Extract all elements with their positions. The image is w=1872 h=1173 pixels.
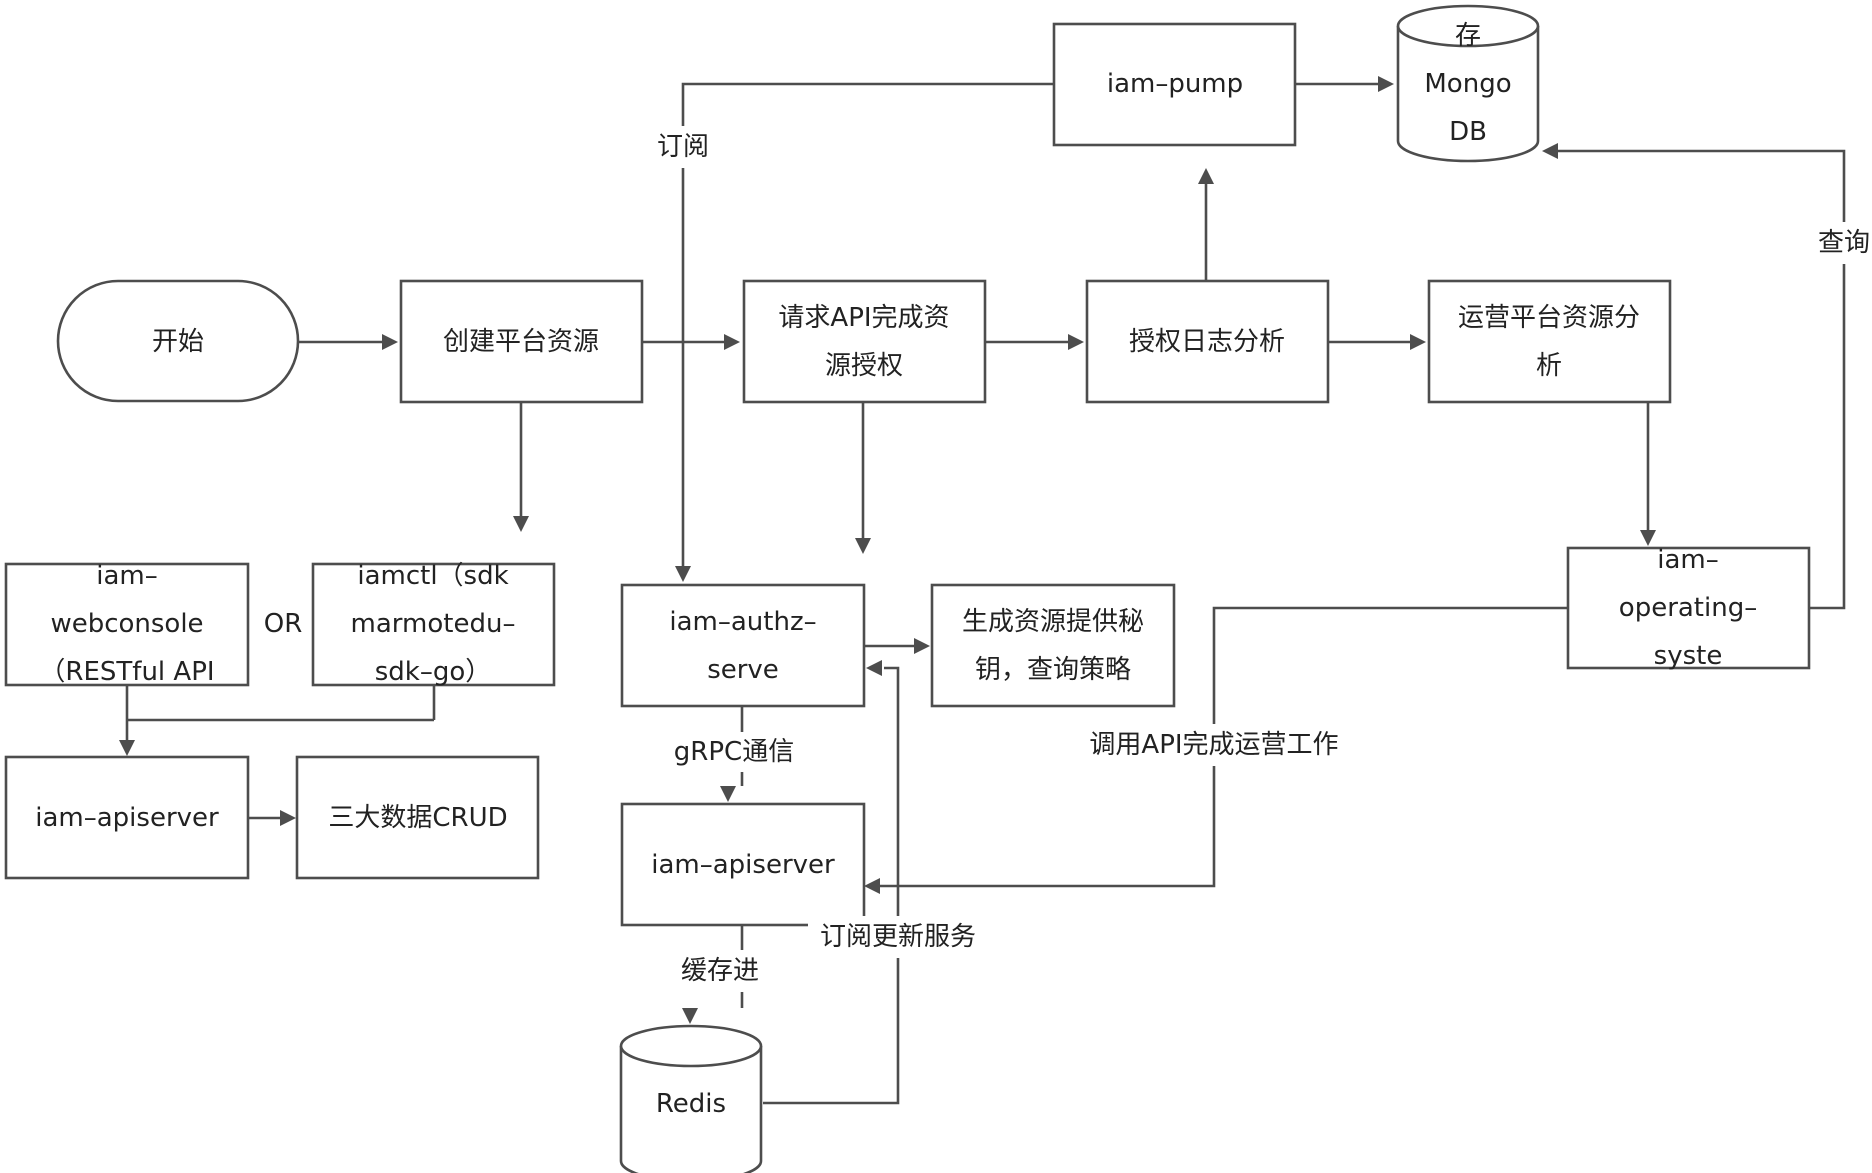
edge-subscribe-update bbox=[763, 666, 900, 1105]
arrowhead bbox=[280, 810, 296, 826]
redis-body bbox=[619, 1046, 763, 1173]
node-apiserver-mid-label: iam–apiserver bbox=[651, 850, 835, 880]
arrowhead bbox=[1410, 334, 1426, 350]
node-mongo-line1: 存 bbox=[1455, 21, 1481, 51]
node-webconsole-line2: webconsole bbox=[50, 609, 203, 639]
node-iam-pump bbox=[1052, 22, 1297, 147]
arrowhead bbox=[1198, 168, 1214, 184]
nodes: 开始 创建平台资源 请求API完成资 源授权 授权日志分析 运营平台资源分 析 … bbox=[4, 4, 1811, 1173]
node-create-resource-label: 创建平台资源 bbox=[443, 327, 599, 357]
node-authz-log-analysis-label: 授权日志分析 bbox=[1129, 327, 1285, 357]
label-call-api: 调用API完成运营工作 bbox=[1089, 730, 1338, 760]
label-subscribe: 订阅 bbox=[657, 132, 709, 162]
node-crud bbox=[295, 755, 540, 880]
node-apiserver-mid bbox=[620, 802, 866, 927]
node-iamctl-line1: iamctl（sdk bbox=[357, 561, 508, 591]
node-ops-analysis bbox=[1427, 279, 1672, 404]
node-authz-log-analysis bbox=[1085, 279, 1330, 404]
node-iamctl bbox=[311, 562, 556, 687]
arrowhead bbox=[1542, 143, 1558, 159]
arrowhead bbox=[914, 638, 930, 654]
label-subscribe-update: 订阅更新服务 bbox=[820, 922, 976, 952]
node-authz-server-line1: iam–authz– bbox=[669, 607, 816, 637]
node-request-authz-line1: 请求API完成资 bbox=[778, 303, 949, 333]
arrowhead bbox=[1378, 76, 1394, 92]
or-label: OR bbox=[264, 609, 303, 639]
node-redis bbox=[619, 1024, 763, 1173]
node-operating-line2: operating– bbox=[1619, 593, 1757, 623]
arrowhead bbox=[720, 786, 736, 802]
edge-labels: 订阅 查询 gRPC通信 调用API完成运营工作 订阅更新服务 缓存进 bbox=[650, 126, 1872, 992]
label-grpc: gRPC通信 bbox=[674, 737, 794, 767]
label-query: 查询 bbox=[1818, 228, 1870, 258]
node-operating-line1: iam– bbox=[1657, 545, 1718, 575]
label-bg bbox=[664, 732, 820, 772]
node-mongo-db bbox=[1396, 4, 1540, 163]
node-mongo-line2: Mongo bbox=[1424, 69, 1511, 99]
arrowhead bbox=[1640, 530, 1656, 546]
node-authz-server-line2: serve bbox=[707, 655, 779, 685]
node-request-authz-line2: 源授权 bbox=[825, 351, 903, 381]
redis-top bbox=[619, 1024, 763, 1068]
node-gen-key bbox=[930, 583, 1176, 708]
arrowhead bbox=[866, 660, 882, 676]
node-create-resource bbox=[399, 279, 644, 404]
label-bg bbox=[808, 916, 988, 958]
arrowhead bbox=[119, 740, 135, 756]
node-webconsole-line3: （RESTful API bbox=[39, 657, 214, 687]
node-request-authz bbox=[742, 279, 987, 404]
node-crud-label: 三大数据CRUD bbox=[328, 803, 507, 833]
node-operating-system bbox=[1566, 546, 1811, 670]
node-operating-line3: syste bbox=[1654, 641, 1723, 671]
node-apiserver-left bbox=[4, 755, 250, 880]
label-bg bbox=[1810, 222, 1872, 264]
label-bg bbox=[670, 950, 774, 992]
node-ops-analysis-line2: 析 bbox=[1536, 351, 1562, 381]
edge-subscribe bbox=[681, 82, 1054, 566]
node-gen-key-line2: 钥，查询策略 bbox=[975, 655, 1131, 685]
arrowhead bbox=[682, 1008, 698, 1024]
node-start bbox=[56, 279, 300, 403]
mongo-top bbox=[1396, 4, 1540, 48]
node-webconsole-line1: iam– bbox=[96, 561, 157, 591]
arrowhead bbox=[1068, 334, 1084, 350]
arrowhead bbox=[855, 538, 871, 554]
label-bg bbox=[650, 126, 718, 168]
node-mongo-line3: DB bbox=[1449, 117, 1487, 147]
node-start-label: 开始 bbox=[152, 327, 204, 357]
node-gen-key-line1: 生成资源提供秘 bbox=[962, 607, 1144, 637]
arrowhead bbox=[513, 516, 529, 532]
arrowhead bbox=[864, 878, 880, 894]
mongo-body bbox=[1396, 26, 1540, 163]
node-redis-label: Redis bbox=[656, 1089, 726, 1119]
node-iam-pump-label: iam–pump bbox=[1107, 69, 1243, 99]
node-ops-analysis-line1: 运营平台资源分 bbox=[1458, 303, 1640, 333]
label-cache-into: 缓存进 bbox=[681, 956, 759, 986]
node-apiserver-left-label: iam–apiserver bbox=[35, 803, 219, 833]
arrowhead bbox=[382, 334, 398, 350]
edge-query bbox=[1558, 149, 1846, 610]
node-iamctl-line3: sdk–go） bbox=[375, 657, 492, 687]
label-bg bbox=[1074, 724, 1354, 766]
node-authz-server bbox=[620, 583, 866, 708]
arrowhead bbox=[724, 334, 740, 350]
arrowhead bbox=[675, 566, 691, 582]
node-webconsole bbox=[4, 562, 250, 687]
node-iamctl-line2: marmotedu– bbox=[351, 609, 516, 639]
